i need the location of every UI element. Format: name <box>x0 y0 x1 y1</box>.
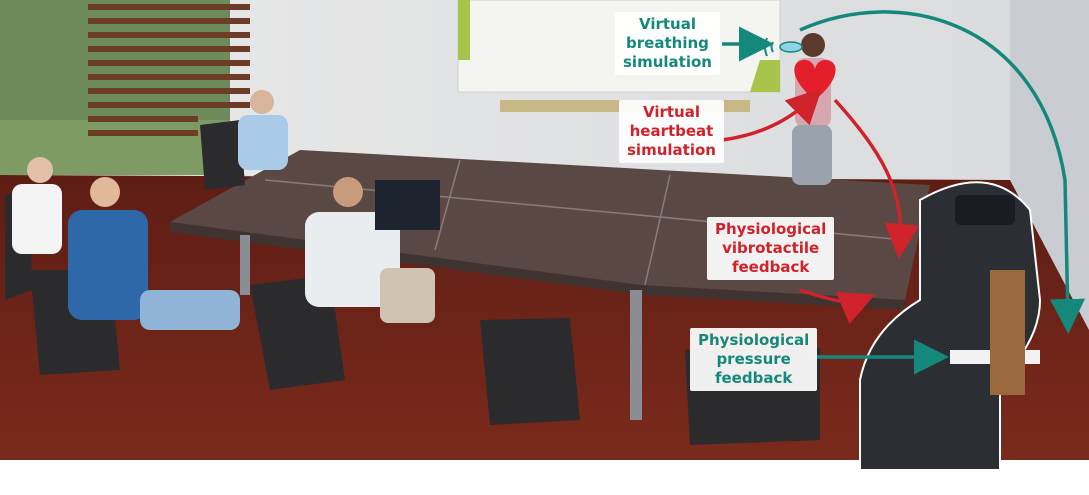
arrow-heartbeat <box>721 88 822 142</box>
breathing-icon <box>779 41 803 53</box>
label-line: Virtual <box>638 15 696 33</box>
person-left-white <box>12 157 62 254</box>
label-line: simulation <box>627 141 716 159</box>
label-vibrotactile-feedback: Physiological vibrotactile feedback <box>707 217 835 280</box>
person-vr-user <box>859 181 1042 471</box>
label-line: heartbeat <box>629 122 714 140</box>
person-left-blue <box>68 177 240 330</box>
label-line: feedback <box>731 258 810 276</box>
laptop <box>375 180 440 230</box>
label-line: Physiological <box>698 331 810 349</box>
window-blinds <box>88 4 250 136</box>
arrows <box>721 10 1086 375</box>
arrow-vibrotactile <box>799 288 875 325</box>
label-pressure-feedback: Physiological pressure feedback <box>690 328 818 391</box>
arrow-breathing-to-user <box>799 10 1086 334</box>
person-laptop <box>305 177 440 323</box>
label-line: pressure <box>716 350 791 368</box>
label-line: simulation <box>623 53 712 71</box>
label-line: Physiological <box>715 220 827 238</box>
vr-headset <box>955 195 1015 225</box>
label-heartbeat-simulation: Virtual heartbeat simulation <box>619 100 724 163</box>
label-line: Virtual <box>642 103 700 121</box>
person-back-right <box>238 90 288 170</box>
label-breathing-simulation: Virtual breathing simulation <box>615 12 720 75</box>
label-line: vibrotactile <box>722 239 820 257</box>
arrow-heartbeat-to-user <box>833 98 920 259</box>
label-line: feedback <box>714 369 793 387</box>
label-line: breathing <box>626 34 709 52</box>
